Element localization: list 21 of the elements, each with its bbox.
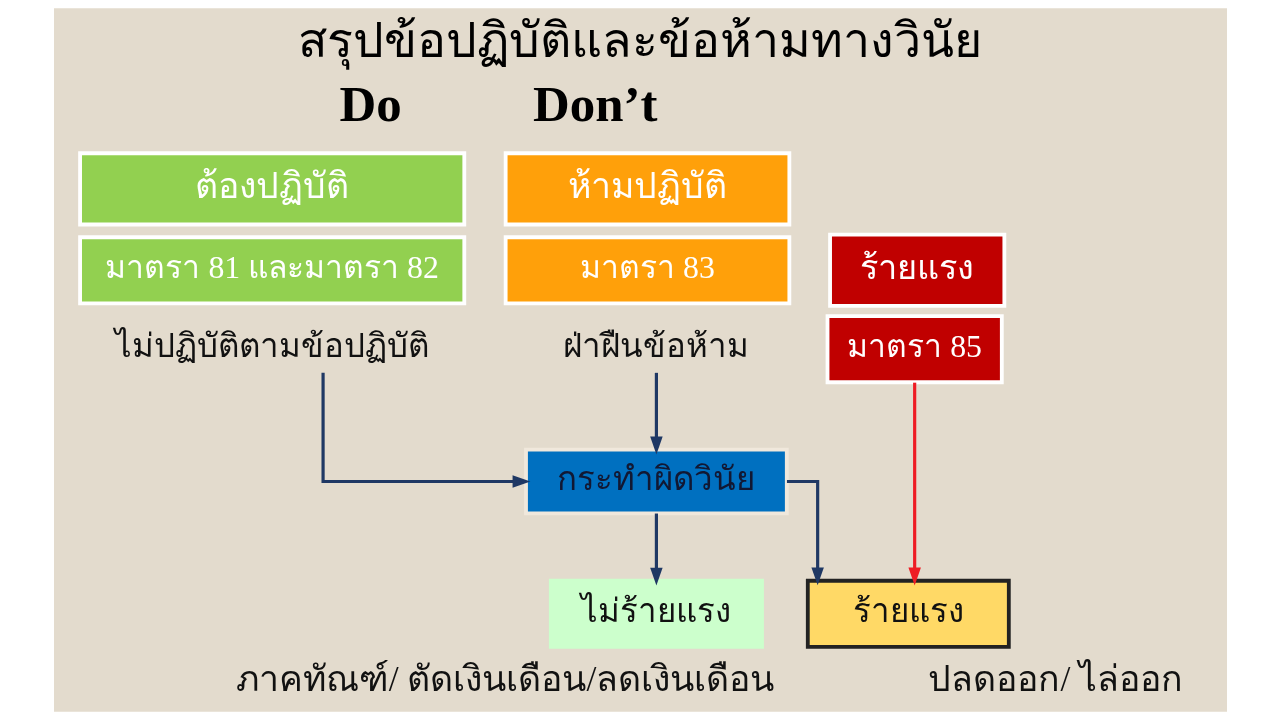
node-box: ร้ายแรง xyxy=(805,578,1011,649)
node-label: ปลดออก/ ไล่ออก xyxy=(927,658,1183,699)
diagram-title: สรุปข้อปฏิบัติและข้อห้ามทางวินัย xyxy=(298,14,982,68)
node-box: กระทำผิดวินัย xyxy=(523,447,789,516)
arrow xyxy=(649,372,663,455)
node-box: มาตรา 81 และมาตรา 82 xyxy=(77,235,466,306)
node-box: มาตรา 83 xyxy=(503,235,791,306)
arrow xyxy=(649,513,663,586)
node-text: ไม่ปฏิบัติตามข้อปฏิบัติ xyxy=(114,328,429,365)
node-label: ภาคทัณฑ์/ ตัดเงินเดือน/ลดเงินเดือน xyxy=(235,658,774,699)
node-box: ร้ายแรง xyxy=(827,232,1006,308)
label: Don’t xyxy=(532,76,657,133)
node-box: มาตรา 85 xyxy=(825,314,1004,385)
node-box: ห้ามปฏิบัติ xyxy=(503,151,791,227)
label: Do xyxy=(339,76,402,133)
node-box: ไม่ร้ายแรง xyxy=(548,578,764,649)
node-box: ต้องปฏิบัติ xyxy=(77,151,466,227)
arrow xyxy=(321,372,530,488)
arrow xyxy=(907,382,921,586)
node-text: ฝ่าฝืนข้อห้าม xyxy=(562,328,749,365)
arrow xyxy=(786,479,824,586)
